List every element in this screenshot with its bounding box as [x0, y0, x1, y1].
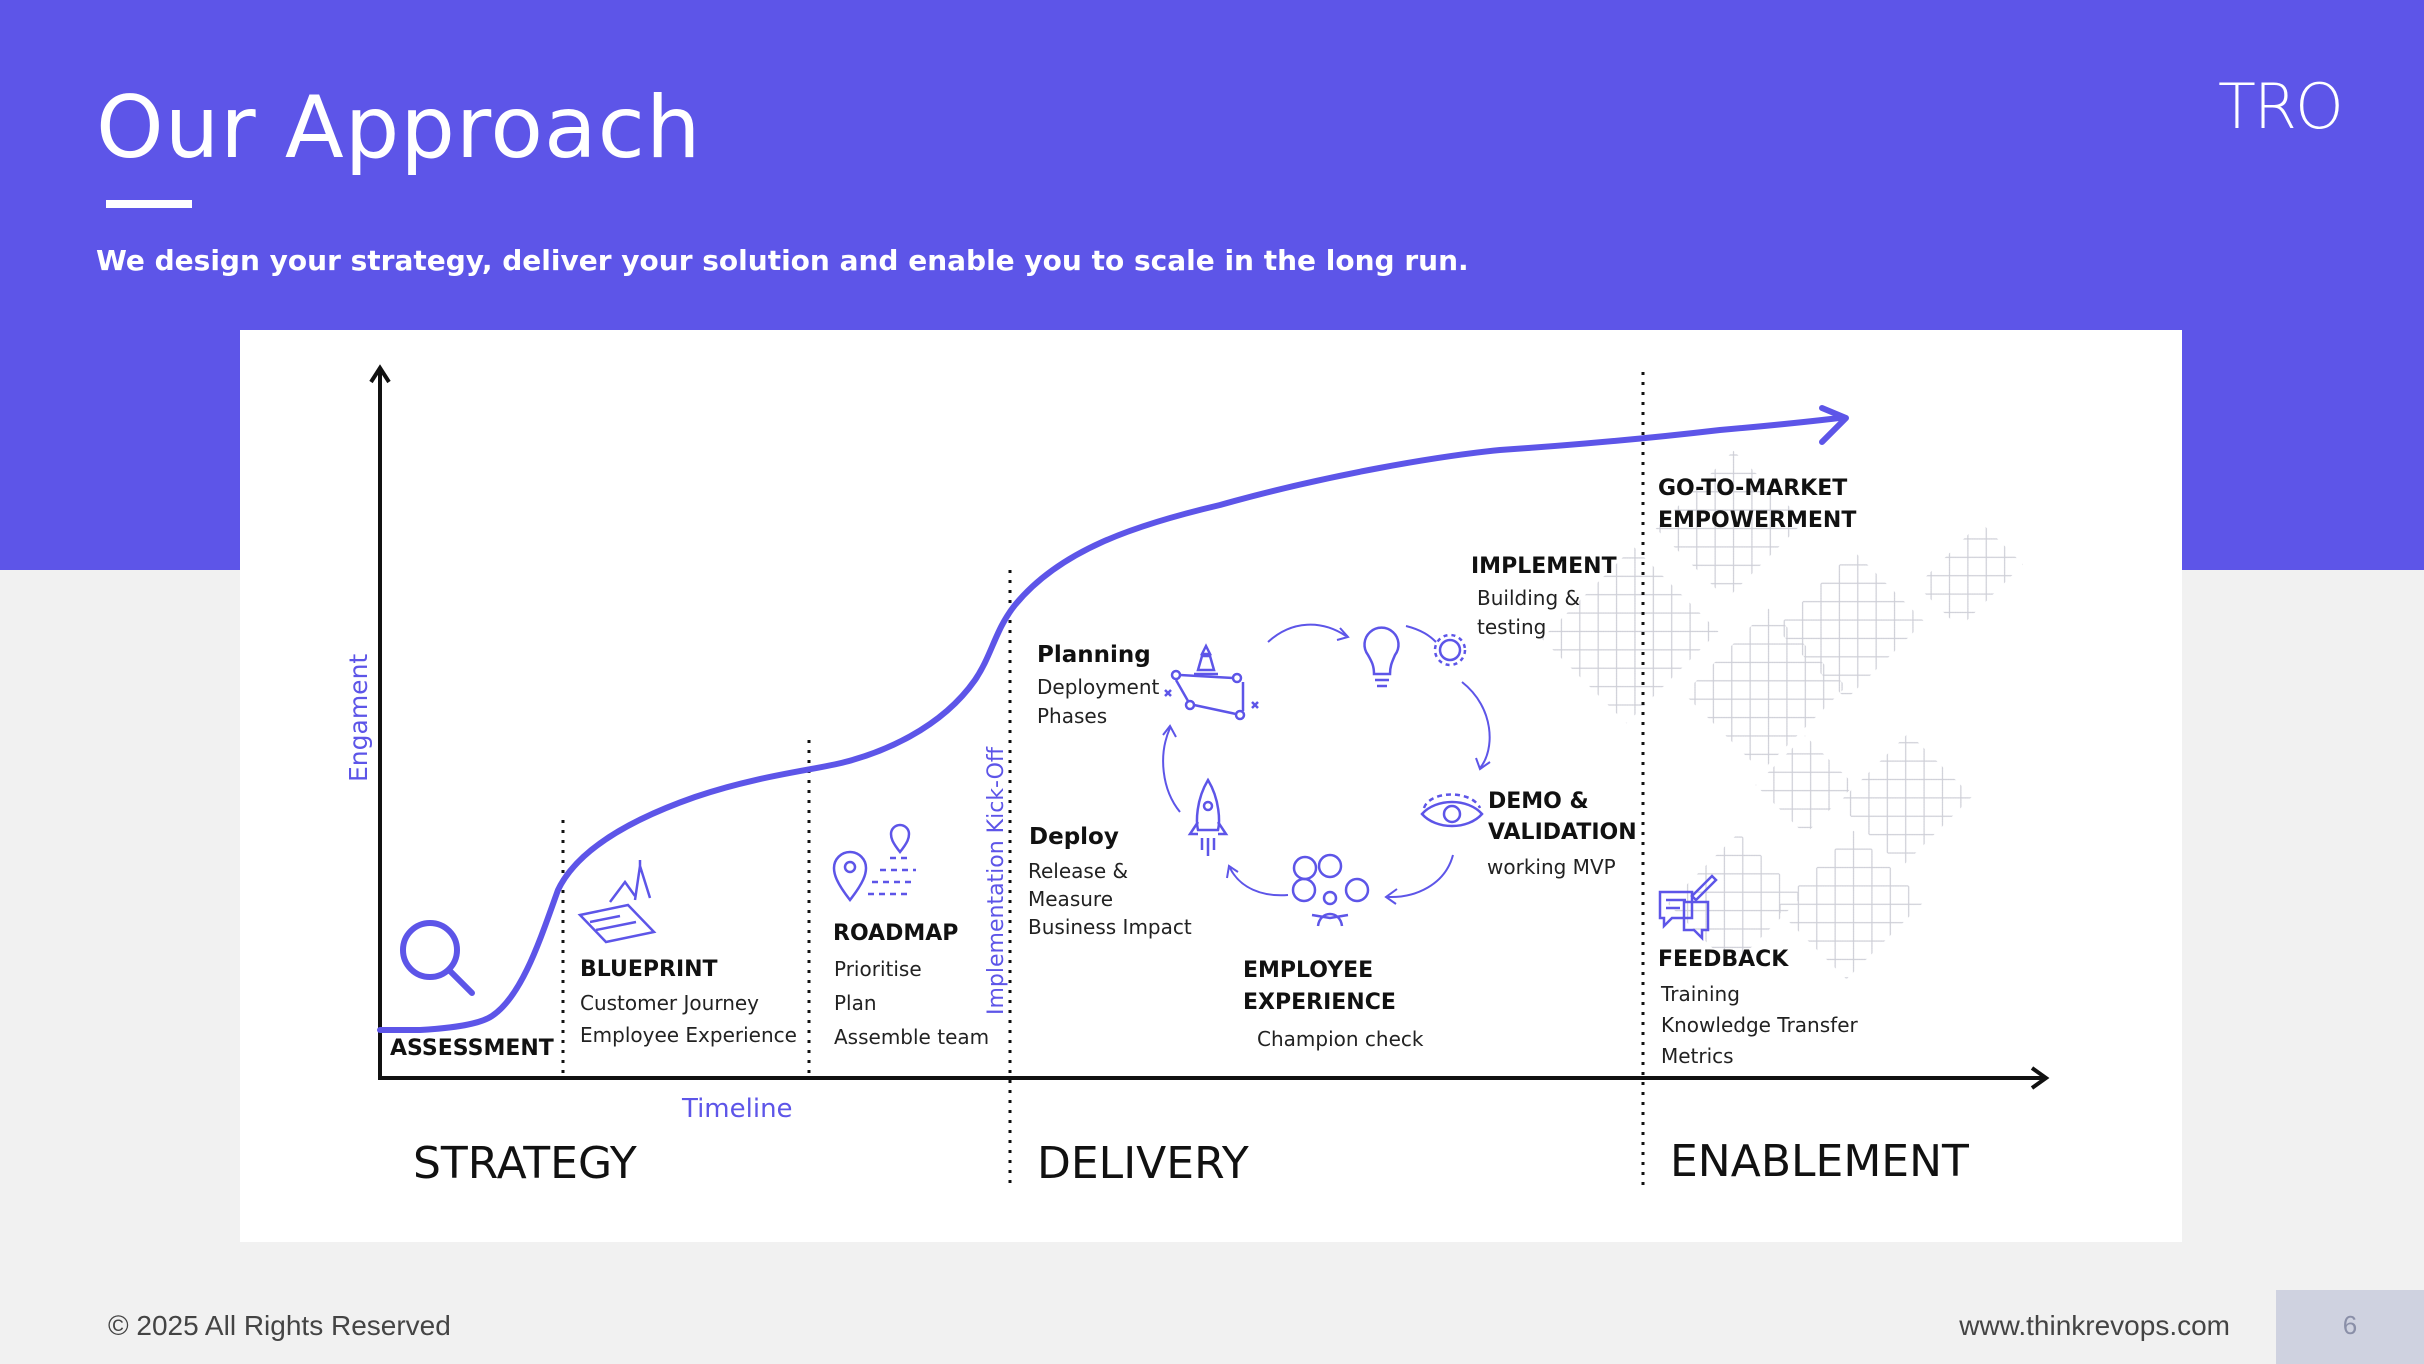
curve-arrow-head — [1819, 405, 1849, 445]
blueprint-icon — [577, 860, 657, 944]
feedback-line-1: Training — [1660, 982, 1740, 1006]
demo-title-1: DEMO & — [1488, 789, 1589, 814]
planning-line-2: Phases — [1037, 704, 1107, 728]
kickoff-label: Implementation Kick-Off — [984, 746, 1009, 1015]
roadmap-line-2: Plan — [834, 991, 877, 1015]
employee-title-1: EMPLOYEE — [1243, 958, 1373, 983]
page-subtitle: We design your strategy, deliver your so… — [96, 244, 1469, 277]
planning-title: Planning — [1037, 642, 1151, 668]
page-number-box: 6 — [2276, 1290, 2424, 1364]
strategy-chess-icon — [1164, 643, 1259, 721]
page-title: Our Approach — [96, 78, 702, 178]
employee-line-1: Champion check — [1257, 1027, 1424, 1051]
implement-line-2: testing — [1477, 615, 1546, 639]
roadmap-pin-icon — [832, 823, 916, 903]
roadmap-line-3: Assemble team — [834, 1025, 989, 1049]
gtm-title-2: EMPOWERMENT — [1658, 508, 1856, 533]
deploy-line-2: Measure — [1028, 887, 1113, 911]
demo-line-1: working MVP — [1487, 855, 1616, 879]
brand-logo: TRO — [2218, 70, 2344, 143]
gtm-title-1: GO-TO-MARKET — [1658, 476, 1847, 501]
magnifier-icon — [400, 920, 475, 996]
blueprint-line-2: Employee Experience — [580, 1023, 797, 1047]
title-underline — [106, 200, 192, 208]
phase-strategy: STRATEGY — [413, 1138, 637, 1189]
implement-line-1: Building & — [1477, 586, 1580, 610]
blueprint-line-1: Customer Journey — [580, 991, 759, 1015]
feedback-line-2: Knowledge Transfer — [1661, 1013, 1858, 1037]
engagement-curve — [377, 415, 1843, 1033]
x-axis-arrow — [2030, 1066, 2050, 1090]
employee-title-2: EXPERIENCE — [1243, 990, 1396, 1015]
demo-title-2: VALIDATION — [1488, 820, 1637, 845]
cycle-arrows — [1162, 623, 1491, 905]
feedback-title: FEEDBACK — [1658, 947, 1789, 972]
lightbulb-icon — [1363, 626, 1400, 688]
phase-delivery: DELIVERY — [1037, 1138, 1249, 1189]
deploy-line-3: Business Impact — [1028, 915, 1192, 939]
phase-enablement: ENABLEMENT — [1670, 1136, 1969, 1187]
gear-icon — [1433, 633, 1467, 667]
page-number: 6 — [2342, 1310, 2358, 1340]
feedback-line-3: Metrics — [1661, 1044, 1734, 1068]
blueprint-title: BLUEPRINT — [580, 957, 718, 982]
footer-website[interactable]: www.thinkrevops.com — [1959, 1310, 2230, 1341]
feedback-chat-icon — [1658, 874, 1718, 942]
rocket-icon — [1187, 777, 1229, 856]
people-rating-icon — [1291, 853, 1370, 927]
roadmap-line-1: Prioritise — [834, 957, 922, 981]
approach-diagram: Engament Timeline Implementation Kick-Of… — [240, 330, 2182, 1242]
y-axis-label: Engament — [344, 654, 373, 782]
footer-copyright: © 2025 All Rights Reserved — [108, 1310, 451, 1341]
planning-line-1: Deployment — [1037, 675, 1159, 699]
deploy-title: Deploy — [1029, 824, 1119, 850]
assessment-title: ASSESSMENT — [390, 1036, 554, 1061]
roadmap-title: ROADMAP — [833, 921, 958, 946]
y-axis-arrow — [369, 364, 391, 384]
deploy-line-1: Release & — [1028, 859, 1128, 883]
eye-gear-icon — [1420, 793, 1484, 828]
implement-title: IMPLEMENT — [1471, 554, 1617, 579]
x-axis-label: Timeline — [681, 1094, 793, 1124]
